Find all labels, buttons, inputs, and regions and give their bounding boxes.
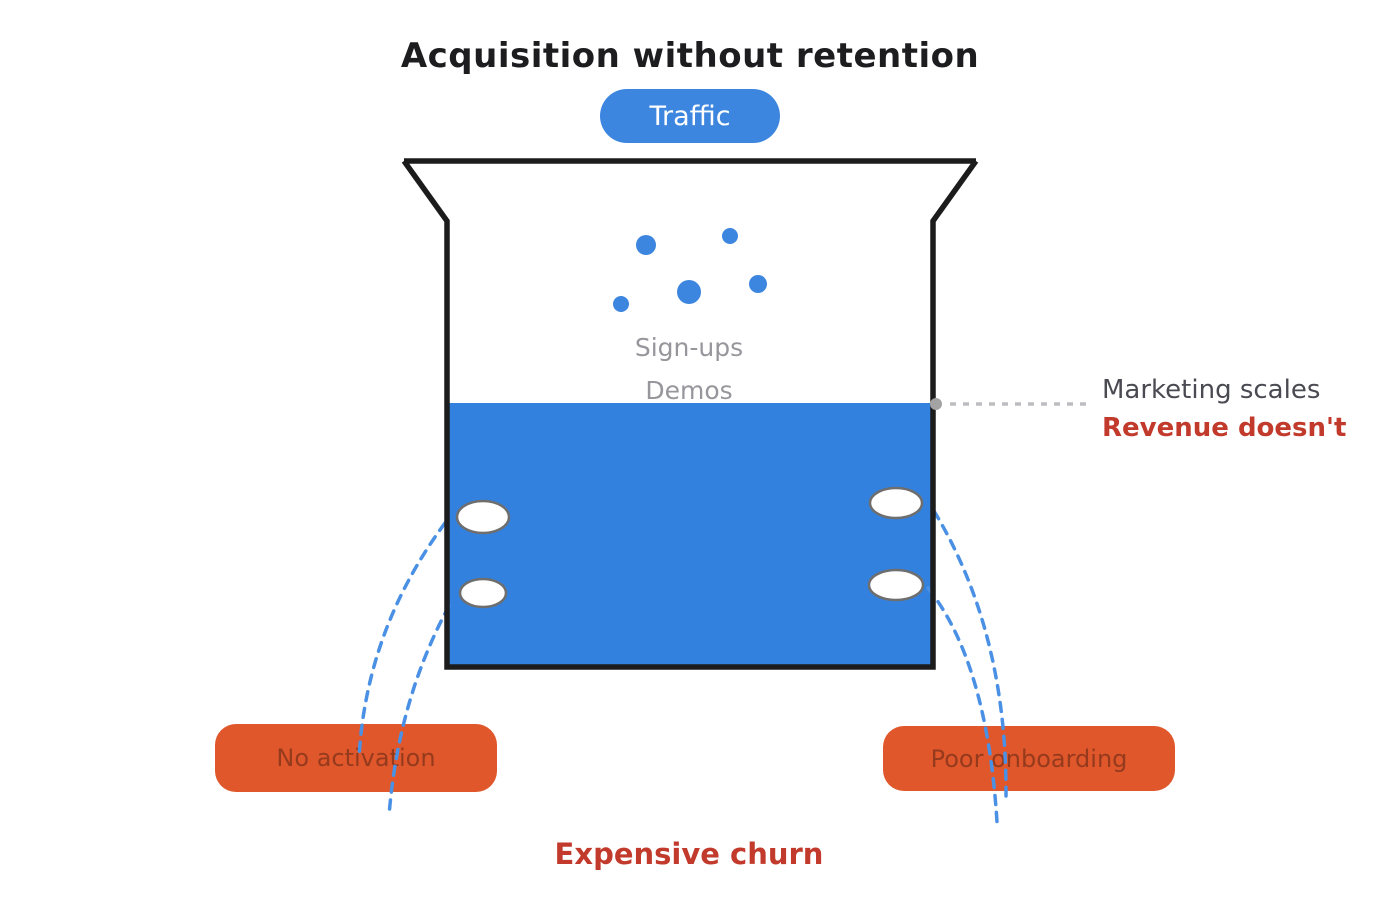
water-fill bbox=[449, 403, 931, 666]
funnel-outline bbox=[401, 158, 979, 670]
droplets bbox=[613, 228, 767, 312]
droplet bbox=[722, 228, 738, 244]
leak-holes bbox=[455, 486, 925, 609]
no-activation-label: No activation bbox=[276, 744, 436, 772]
traffic-label: Traffic bbox=[649, 100, 731, 132]
no-activation-box: No activation bbox=[215, 724, 497, 792]
water-level-marker bbox=[930, 398, 942, 410]
leak-hole bbox=[868, 486, 924, 520]
traffic-node: Traffic bbox=[600, 89, 780, 143]
droplet bbox=[677, 280, 701, 304]
leak-hole bbox=[867, 568, 925, 602]
marketing-scales-label: Marketing scales bbox=[1102, 375, 1321, 405]
leak-path-left-upper bbox=[357, 521, 447, 760]
demos-label: Demos bbox=[645, 376, 733, 405]
leak-hole bbox=[458, 577, 508, 609]
expensive-churn-label: Expensive churn bbox=[554, 837, 824, 871]
revenue-doesnt-label: Revenue doesn't bbox=[1102, 413, 1347, 443]
poor-onboarding-box: Poor onboarding bbox=[883, 726, 1175, 791]
droplet bbox=[749, 275, 767, 293]
droplet bbox=[636, 235, 656, 255]
page-title: Acquisition without retention bbox=[400, 36, 980, 76]
droplet bbox=[613, 296, 629, 312]
leak-hole bbox=[455, 499, 511, 535]
poor-onboarding-label: Poor onboarding bbox=[930, 744, 1128, 773]
signups-label: Sign-ups bbox=[634, 333, 744, 362]
